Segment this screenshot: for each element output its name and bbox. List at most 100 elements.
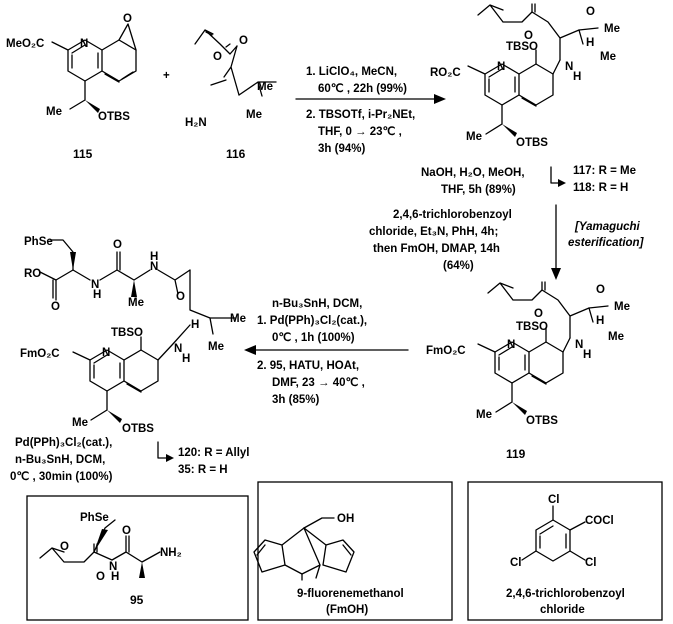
compound-label-95: 95 (130, 593, 144, 607)
step-4: 1. Pd(PPh)₃Cl₂(cat.), n-Bu₃SnH, DCM, 0℃ … (244, 298, 409, 406)
tbso-label: TBSO (506, 41, 538, 53)
h-label-3: H (191, 319, 199, 331)
h-label-2: H (150, 251, 158, 263)
r-120: 120: R = Allyl (178, 447, 249, 459)
ester-oxygen: O (534, 308, 543, 320)
compound-label-119: 119 (506, 447, 526, 461)
h-label: H (93, 289, 101, 301)
n-amine: N (575, 339, 583, 351)
o-label: O (96, 571, 105, 583)
ester-label: FmO₂C (20, 348, 60, 360)
cond-line3: then FmOH, DMAP, 14h (373, 243, 500, 255)
cl-right: Cl (585, 557, 597, 569)
ester-label: RO₂C (430, 67, 461, 79)
n-label: N (91, 279, 99, 291)
n-atom: N (80, 38, 88, 50)
cond-line6: 3h (85%) (272, 394, 319, 406)
ester-oxygen: O (213, 51, 222, 63)
cond-line5: 3h (94%) (318, 143, 365, 155)
cond-line2: 60℃ , 22h (99%) (318, 82, 407, 95)
carbonyl-oxygen: O (239, 35, 248, 47)
box-95: PhSe O O N H O NH₂ 95 (26, 495, 249, 621)
step-3: 2,4,6-trichlorobenzoyl chloride, Et₃N, P… (369, 204, 645, 280)
me-label: Me (604, 23, 620, 35)
box-fmoh: OH 9-fluorenemethanol (FmOH) (253, 481, 453, 621)
otbs-label: OTBS (98, 111, 130, 123)
tcbc-name-2: chloride (540, 604, 585, 616)
me-label-4: Me (72, 417, 88, 429)
compound-120-35: PhSe RO O N H O Me H N O H Me Me TBSO N … (20, 236, 246, 435)
plus-sign: + (163, 70, 170, 82)
n-ring: N (507, 339, 515, 351)
me-label-2: Me (246, 109, 262, 121)
compound-115: MeO₂C N O Me OTBS 115 (6, 13, 137, 161)
phse-label: PhSe (80, 512, 109, 524)
step-2: NaOH, H₂O, MeOH, THF, 5h (89%) 117: R = … (421, 165, 636, 196)
cond-line2: n-Bu₃SnH, DCM, (15, 454, 105, 466)
yamaguchi-2: esterification] (568, 237, 645, 249)
n-ring: N (497, 61, 505, 73)
step-1: 1. LiClO₄, MeCN, 60℃ , 22h (99%) 2. TBSO… (295, 66, 446, 155)
o-label-2: O (60, 541, 69, 553)
compound-label-115: 115 (73, 147, 93, 161)
yamaguchi-1: [Yamaguchi (574, 221, 641, 233)
me-label-3: Me (466, 131, 482, 143)
step-5: Pd(PPh)₃Cl₂(cat.), n-Bu₃SnH, DCM, 0℃ , 3… (10, 437, 249, 483)
cond-line1: NaOH, H₂O, MeOH, (421, 167, 525, 179)
me-label: Me (46, 106, 62, 118)
cond-line3: 2. TBSOTf, i-Pr₂NEt, (306, 109, 415, 121)
me-label: Me (614, 301, 630, 313)
cond-line3: 0℃ , 30min (100%) (10, 470, 113, 483)
ro-label: RO (24, 268, 41, 280)
compound-119: O O Me Me TBSO N H H N FmO₂C Me OTBS 119 (426, 281, 630, 461)
fmoh-name-1: 9-fluorenemethanol (297, 588, 404, 600)
oh-label: OH (337, 513, 354, 525)
me-label-2: Me (600, 51, 616, 63)
cond-line1: 2,4,6-trichlorobenzoyl (393, 209, 512, 221)
o-label-3: O (122, 525, 131, 537)
h-amine: H (182, 353, 190, 365)
cond-line2: chloride, Et₃N, PhH, 4h; (369, 226, 498, 238)
box-tcbc: Cl COCl Cl Cl 2,4,6-trichlorobenzoyl chl… (467, 481, 663, 621)
cond-line2: n-Bu₃SnH, DCM, (272, 298, 362, 310)
otbs-label: OTBS (526, 415, 558, 427)
tbso-label: TBSO (516, 321, 548, 333)
cond-line4: 2. 95, HATU, HOAt, (257, 360, 359, 372)
me-label-3: Me (476, 409, 492, 421)
me-label: Me (257, 81, 273, 93)
ester-label: FmO₂C (426, 345, 466, 357)
cond-line4: (64%) (443, 260, 474, 272)
me-label-2: Me (230, 313, 246, 325)
amine-label: H₂N (185, 117, 207, 129)
me-label-3: Me (208, 341, 224, 353)
cond-line2: THF, 5h (89%) (441, 184, 516, 196)
r-35: 35: R = H (178, 464, 228, 476)
me-label-2: Me (608, 331, 624, 343)
carbonyl-oxygen: O (586, 6, 595, 18)
o-label-2: O (113, 239, 122, 251)
h-label: H (111, 571, 119, 583)
n-amine: N (174, 343, 182, 355)
cond-line3: 0℃ , 1h (100%) (272, 331, 355, 344)
h-amine: H (583, 349, 591, 361)
nh2-label: NH₂ (160, 547, 182, 559)
cond-line5: DMF, 23 → 40℃ , (272, 376, 365, 389)
ester-oxygen: O (524, 30, 533, 42)
otbs-label: OTBS (516, 137, 548, 149)
otbs-label: OTBS (122, 423, 154, 435)
cond-line4: THF, 0 → 23℃ , (318, 125, 402, 138)
o-label: O (51, 301, 60, 313)
cl-left: Cl (510, 557, 522, 569)
cl-top: Cl (548, 494, 560, 506)
h-label: H (586, 37, 594, 49)
compound-117-118: O O Me Me TBSO N H H N RO₂C Me OTBS (430, 3, 620, 149)
me-label: Me (128, 297, 144, 309)
ester-label: MeO₂C (6, 38, 44, 50)
o-label-3: O (176, 291, 185, 303)
n-amine: N (565, 61, 573, 73)
n-label: N (109, 561, 117, 573)
compound-116: O O H₂N Me Me 116 (185, 29, 277, 161)
n-label-2: N (150, 261, 158, 273)
tcbc-name-1: 2,4,6-trichlorobenzoyl (506, 588, 625, 600)
